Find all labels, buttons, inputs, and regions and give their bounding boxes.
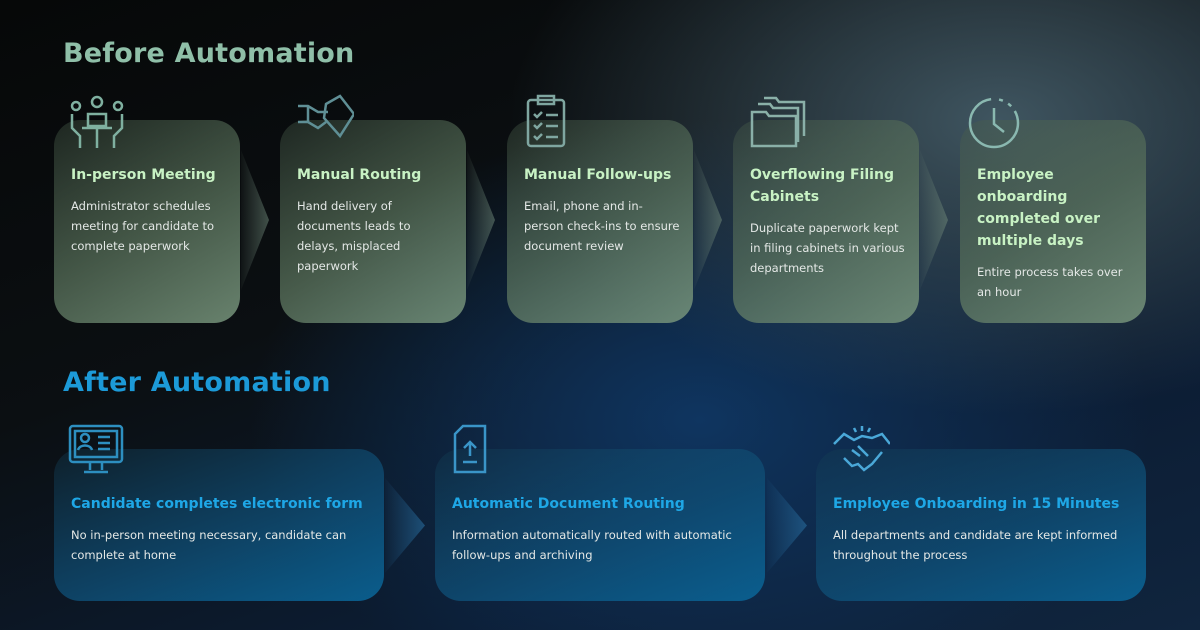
step-title: Employee Onboarding in 15 Minutes xyxy=(833,496,1120,512)
step-title: Manual Routing xyxy=(297,167,422,183)
step-desc: Entire process takes over an hour xyxy=(977,265,1123,299)
document-upload-icon xyxy=(453,424,487,474)
step-title: Manual Follow-ups xyxy=(524,167,672,183)
after-step-card: Candidate completes electronic form No in… xyxy=(54,449,384,601)
computer-form-icon xyxy=(68,424,124,474)
arrow-icon xyxy=(385,478,425,573)
step-title: Employee onboarding completed over multi… xyxy=(977,167,1101,249)
before-automation-heading: Before Automation xyxy=(63,38,355,69)
arrow-icon xyxy=(920,150,948,290)
step-desc: Duplicate paperwork kept in filing cabin… xyxy=(750,221,905,275)
arrow-icon xyxy=(767,478,807,573)
arrow-icon xyxy=(467,150,495,290)
step-title: Candidate completes electronic form xyxy=(71,496,363,512)
clock-icon xyxy=(968,97,1020,149)
folders-icon xyxy=(750,96,806,148)
before-step-card: Employee onboarding completed over multi… xyxy=(960,120,1146,323)
clipboard-checklist-icon xyxy=(526,94,566,148)
hand-document-icon xyxy=(298,94,354,139)
step-desc: Administrator schedules meeting for cand… xyxy=(71,199,215,253)
step-title: In-person Meeting xyxy=(71,167,216,183)
step-desc: Hand delivery of documents leads to dela… xyxy=(297,199,411,273)
step-title: Automatic Document Routing xyxy=(452,496,685,512)
arrow-icon xyxy=(694,150,722,290)
step-desc: Information automatically routed with au… xyxy=(452,528,732,562)
arrow-icon xyxy=(241,150,269,290)
step-title: Overflowing Filing Cabinets xyxy=(750,167,894,205)
step-desc: No in-person meeting necessary, candidat… xyxy=(71,528,347,562)
step-desc: All departments and candidate are kept i… xyxy=(833,528,1118,562)
step-desc: Email, phone and in-person check-ins to … xyxy=(524,199,680,253)
handshake-icon xyxy=(833,426,890,472)
meeting-icon xyxy=(70,95,124,148)
after-automation-heading: After Automation xyxy=(63,367,331,398)
